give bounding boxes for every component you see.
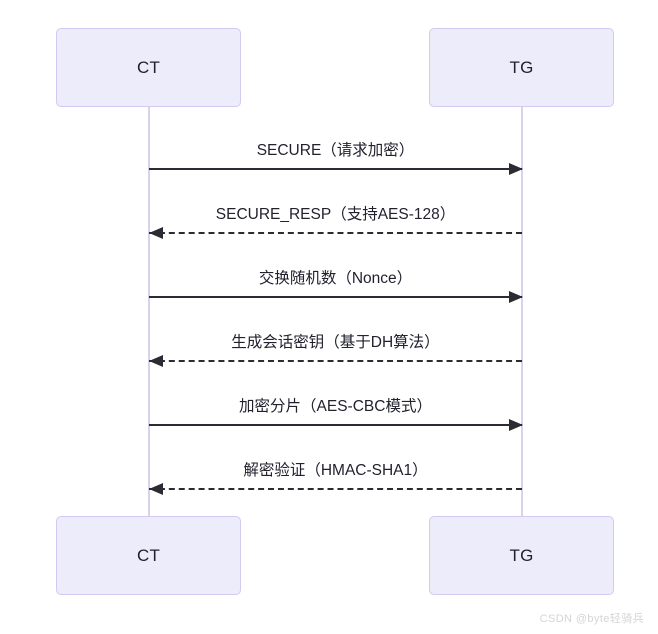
message-3-label: 交换随机数（Nonce） [258, 270, 413, 287]
message-2-label: SECURE_RESP（支持AES-128） [215, 206, 456, 223]
lifeline-ct [148, 107, 150, 516]
participant-box-tg-bottom[interactable]: TG [429, 516, 614, 595]
message-5-line [149, 424, 522, 426]
arrow-left-icon [149, 355, 163, 367]
participant-box-ct-top[interactable]: CT [56, 28, 241, 107]
message-2-line [149, 232, 522, 234]
participant-box-tg-top[interactable]: TG [429, 28, 614, 107]
arrow-left-icon [149, 227, 163, 239]
message-4-label: 生成会话密钥（基于DH算法） [231, 334, 440, 351]
message-3-line [149, 296, 522, 298]
arrow-right-icon [509, 163, 523, 175]
message-6-line [149, 488, 522, 490]
arrow-right-icon [509, 291, 523, 303]
message-5-label: 加密分片（AES-CBC模式） [239, 398, 432, 415]
watermark: CSDN @byte轻骑兵 [539, 613, 644, 625]
arrow-left-icon [149, 483, 163, 495]
message-1-label: SECURE（请求加密） [256, 142, 415, 159]
participant-label-tg-top: TG [509, 57, 534, 77]
message-6-label: 解密验证（HMAC-SHA1） [243, 462, 428, 479]
message-1-line [149, 168, 522, 170]
lifeline-tg [521, 107, 523, 516]
participant-box-ct-bottom[interactable]: CT [56, 516, 241, 595]
message-4-line [149, 360, 522, 362]
participant-label-ct-top: CT [136, 57, 161, 77]
participant-label-tg-bottom: TG [509, 545, 534, 565]
participant-label-ct-bottom: CT [136, 545, 161, 565]
arrow-right-icon [509, 419, 523, 431]
